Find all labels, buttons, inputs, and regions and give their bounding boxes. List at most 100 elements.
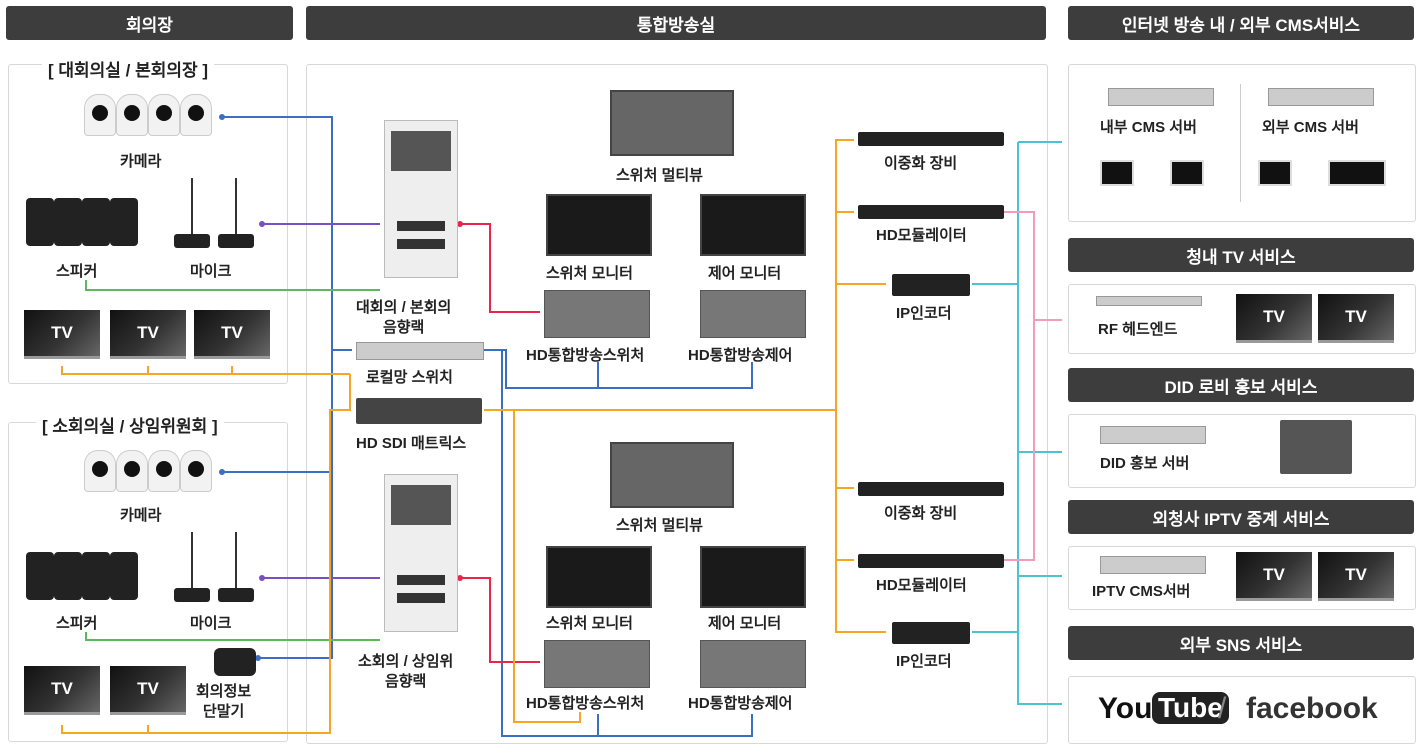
did-service-panel [1068,414,1416,488]
microphone-icon [218,234,254,248]
camera-icon [116,94,148,136]
camera-icon [180,450,212,492]
speaker-icon [54,552,82,600]
speaker-icon [82,552,110,600]
pc-icon [1258,160,1292,186]
wire-tv1 [61,366,350,375]
speaker-label: 스피커 [56,615,98,632]
wire-cyan-main [1017,142,1062,705]
switcher-monitor-2 [546,546,652,608]
control-monitor-label-1: 제어 모니터 [708,265,782,282]
hd-control-label-1: HD통합방송제어 [688,347,793,364]
wire-switch-to-control [598,362,753,389]
modulator-device-2 [858,554,1004,568]
wire-camera1 [222,116,352,351]
camera-icon [148,94,180,136]
header-meeting-rooms: 회의장 [6,6,293,40]
camera-icon [84,94,116,136]
multiview-screen-2 [610,442,734,508]
encoder-label-2: IP인코더 [896,653,952,670]
tv-icon: TV [1236,294,1312,343]
wire-matrix-down [835,410,886,633]
hd-control-2 [700,640,806,688]
tv-icon: TV [1318,552,1394,601]
audio-rack-2 [384,474,458,632]
tv-icon: TV [24,666,100,715]
hd-control-label-2: HD통합방송제어 [688,695,793,712]
camera-label: 카메라 [120,507,162,524]
speaker-icon [82,198,110,246]
speaker-icon [26,198,54,246]
camera-icon [116,450,148,492]
facebook-logo: facebook [1246,692,1378,725]
youtube-logo-tube: Tube [1152,692,1229,724]
switcher-monitor-1 [546,194,652,256]
hd-switcher-2 [544,640,650,688]
audio-rack-1 [384,120,458,278]
pc-icon [1170,160,1204,186]
wire-rack1 [460,223,540,313]
header-broadcast-room: 통합방송실 [306,6,1046,40]
did-service-header: DID 로비 홍보 서비스 [1068,368,1414,402]
redundancy-device-1 [858,132,1004,146]
pc-icon [1328,160,1386,186]
camera-label: 카메라 [120,153,162,170]
encoder-label-1: IP인코더 [896,305,952,322]
speaker-icon [110,552,138,600]
tv-icon: TV [110,310,186,359]
internal-cms-server [1108,88,1214,106]
modulator-label-2: HD모듈레이터 [876,577,967,594]
did-server-device [1100,426,1206,444]
tv-icon: TV [110,666,186,715]
tv-icon: TV [194,310,270,359]
camera-icon [84,450,116,492]
hd-control-1 [700,290,806,338]
iptv-server-label: IPTV CMS서버 [1092,583,1191,600]
multiview-label-1: 스위처 멀티뷰 [616,167,703,184]
wire-pink [1004,211,1035,561]
redundancy-label-2: 이중화 장비 [884,505,958,522]
sns-service-panel [1068,676,1416,744]
speaker-icon [26,552,54,600]
wire-matrix-in [61,374,351,734]
slash-divider: / [1218,692,1227,725]
hd-switcher-label-2: HD통합방송스위처 [526,695,645,712]
switcher-monitor-label-1: 스위처 모니터 [546,265,633,282]
local-switch-label: 로컬망 스위치 [366,369,453,386]
speaker-icon [110,198,138,246]
redundancy-device-2 [858,482,1004,496]
camera-icon [148,450,180,492]
sns-service-header: 외부 SNS 서비스 [1068,626,1414,660]
sdi-matrix-label: HD SDI 매트릭스 [356,435,467,452]
sdi-matrix-device [356,398,482,424]
did-display-icon [1280,420,1352,474]
encoder-device-1 [892,274,970,296]
tv-icon: TV [24,310,100,359]
multiview-screen-1 [610,90,734,156]
iptv-service-header: 외청사 IPTV 중계 서비스 [1068,500,1414,534]
wire-matrix-main [484,139,854,411]
encoder-device-2 [892,622,970,644]
mic-label: 마이크 [190,263,232,280]
redundancy-label-1: 이중화 장비 [884,155,958,172]
rf-headend-label: RF 헤드엔드 [1098,321,1178,338]
hd-switcher-1 [544,290,650,338]
camera-icon [180,94,212,136]
mic-label: 마이크 [190,615,232,632]
speaker-label: 스피커 [56,263,98,280]
wire-camera2 [222,350,333,473]
wire-rack2 [460,577,540,663]
hd-switcher-label-1: HD통합방송스위처 [526,347,645,364]
tv-service-header: 청내 TV 서비스 [1068,238,1414,272]
wire-terminal [258,470,333,659]
iptv-server-device [1100,556,1206,574]
youtube-logo-you: You [1098,692,1153,725]
tv-icon: TV [1318,294,1394,343]
terminal-icon [214,648,256,676]
room2-title: [ 소회의실 / 상임위원회 ] [36,412,224,437]
modulator-device-1 [858,205,1004,219]
switcher-monitor-label-2: 스위처 모니터 [546,615,633,632]
